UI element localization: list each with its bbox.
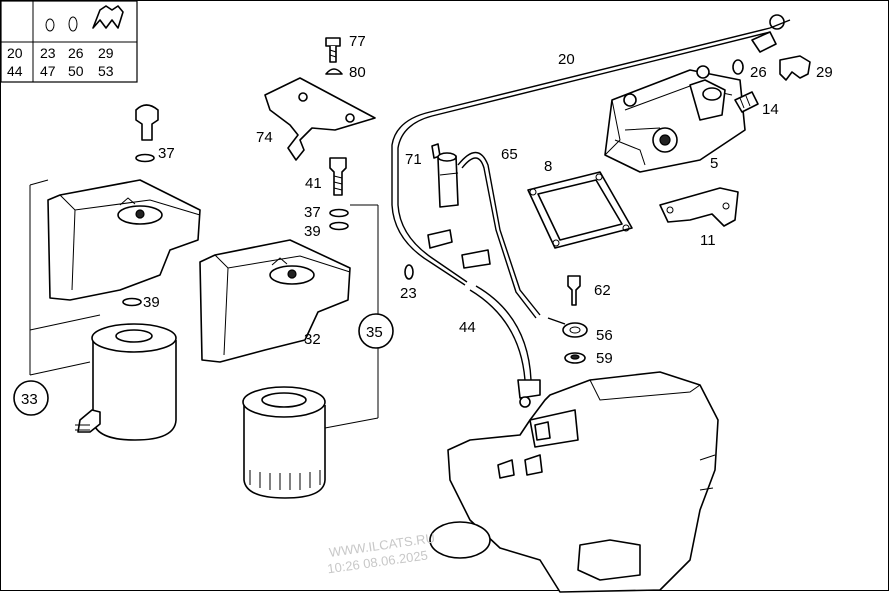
washer-39-center [329,221,349,231]
bracket-74 [264,77,376,161]
label-11: 11 [700,232,716,249]
washer-37-center [329,208,349,218]
label-26: 26 [750,64,767,81]
injection-pump [429,371,719,593]
watermark: WWW.ILCATS.RU 10:26 08.06.2025 [326,530,435,576]
filter-bracket-center [199,239,351,363]
label-56: 56 [596,327,613,344]
washer-23 [404,264,414,280]
banjo-bolt-37-top [135,104,159,163]
label-77: 77 [349,33,366,50]
fuel-line-44 [469,289,526,381]
label-32: 32 [304,331,321,348]
label-62: 62 [594,282,611,299]
washer-80 [325,68,343,75]
label-65: 65 [501,146,518,163]
washer-59 [564,352,586,364]
legend-table: 20 23 26 29 44 47 50 53 [0,0,138,83]
fitting-lower [517,379,541,408]
fuel-line-20 [391,27,771,286]
washer-icon [45,18,55,32]
pipe-14 [734,91,759,113]
label-14: 14 [762,101,779,118]
bolt-77 [325,37,341,63]
circle-33 [13,380,49,416]
label-41: 41 [305,175,322,192]
legend-cell-2-4: 53 [98,63,114,79]
label-33: 33 [21,391,38,408]
label-37-center: 37 [304,204,321,221]
label-37-left: 37 [158,145,175,162]
gasket-8 [527,171,633,249]
oring-icon [68,16,78,32]
legend-cell-1-4: 29 [98,45,114,61]
clip-icon [92,5,124,29]
fuel-line-65 [457,151,541,316]
banjo-56 [547,317,588,338]
label-71: 71 [405,151,422,168]
legend-cell-2-2: 47 [40,63,56,79]
pump-5 [604,65,746,173]
label-35: 35 [366,324,383,341]
label-5: 5 [710,155,718,172]
filter-element-center [242,386,326,499]
legend-cell-1-2: 23 [40,45,56,61]
washer-39-left [122,297,142,307]
fitting-elbow [427,229,491,269]
callout-labels: 77 80 74 37 41 37 39 39 23 32 35 33 20 7… [21,33,833,408]
filter-bracket-left [47,179,201,301]
label-8: 8 [544,158,552,175]
clip-29 [779,55,811,81]
fitting-71 [431,143,459,208]
valve-41 [329,157,347,196]
label-80: 80 [349,64,366,81]
circle-35 [358,313,394,349]
filter-element-left [75,323,177,441]
label-74: 74 [256,129,273,146]
oring-26 [732,59,744,75]
label-29: 29 [816,64,833,81]
legend-cell-1-1: 20 [7,45,23,61]
label-23: 23 [400,285,417,302]
label-44: 44 [459,319,476,336]
legend-cell-2-1: 44 [7,63,23,79]
legend-cell-1-3: 26 [68,45,84,61]
bracket-11 [659,187,739,227]
label-39-left: 39 [143,294,160,311]
label-59: 59 [596,350,613,367]
line-end-fitting-20 [751,14,791,53]
label-39-center: 39 [304,223,321,240]
label-20: 20 [558,51,575,68]
legend-cell-2-3: 50 [68,63,84,79]
bleeder-62 [567,275,581,306]
